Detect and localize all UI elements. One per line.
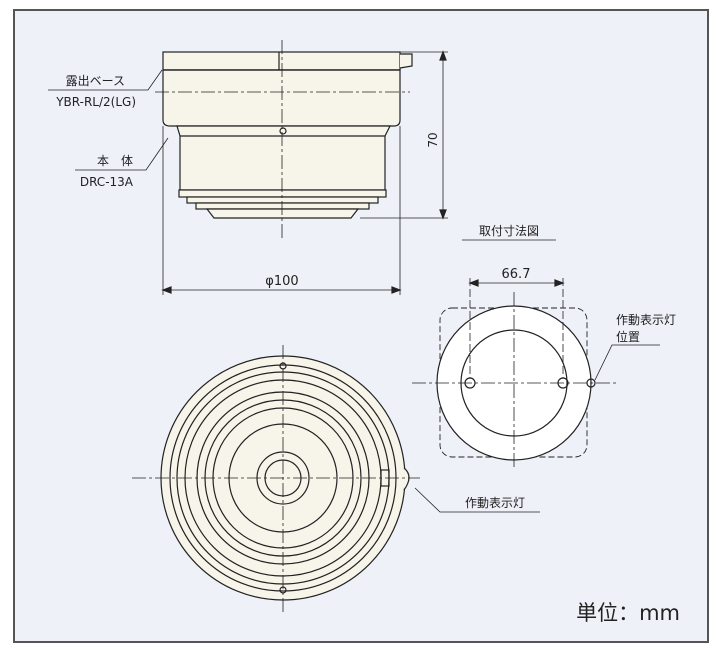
body-leader [75,137,169,171]
height-arrow-top [439,50,447,61]
base-model-label: YBR-RL/2(LG) [55,95,136,109]
indicator-label: 作動表示灯 [465,496,525,510]
body-name-label: 本 体 [97,154,133,168]
indicator-position-leader [594,344,660,381]
body-bottom [205,208,360,219]
side-screw-hole [279,127,287,135]
base-name-label: 露出ベース [66,74,125,88]
spacing-arrow-right [554,279,565,287]
spacing-arrow-left [468,279,479,287]
height-dimension-label: 70 [426,132,440,147]
base-leader [48,69,163,91]
base-top-band [162,51,401,71]
side-dimensions [48,40,448,295]
height-arrow-bottom [439,209,447,220]
mounting-title-label: 取付寸法図 [479,224,539,238]
body-ring-2 [186,196,379,204]
indicator-position-label-line2: 位置 [616,329,640,344]
width-arrow-left [161,286,172,294]
diameter-dimension-label: φ100 [265,274,298,289]
body-model-label: DRC-13A [80,175,134,189]
base-body [162,69,401,127]
indicator-position-label-line1: 作動表示灯 [616,313,676,327]
side-view [162,51,413,219]
top-view [132,345,540,612]
indicator-lamp [403,467,410,491]
base-tab [399,53,413,69]
mounting-diagram [412,239,660,470]
unit-label: 単位：mm [576,601,680,625]
width-arrow-right [391,286,402,294]
indicator-leader [414,487,540,513]
hole-spacing-label: 66.7 [502,267,531,282]
body-ring-3 [195,202,370,210]
body-ring-1 [178,189,387,198]
